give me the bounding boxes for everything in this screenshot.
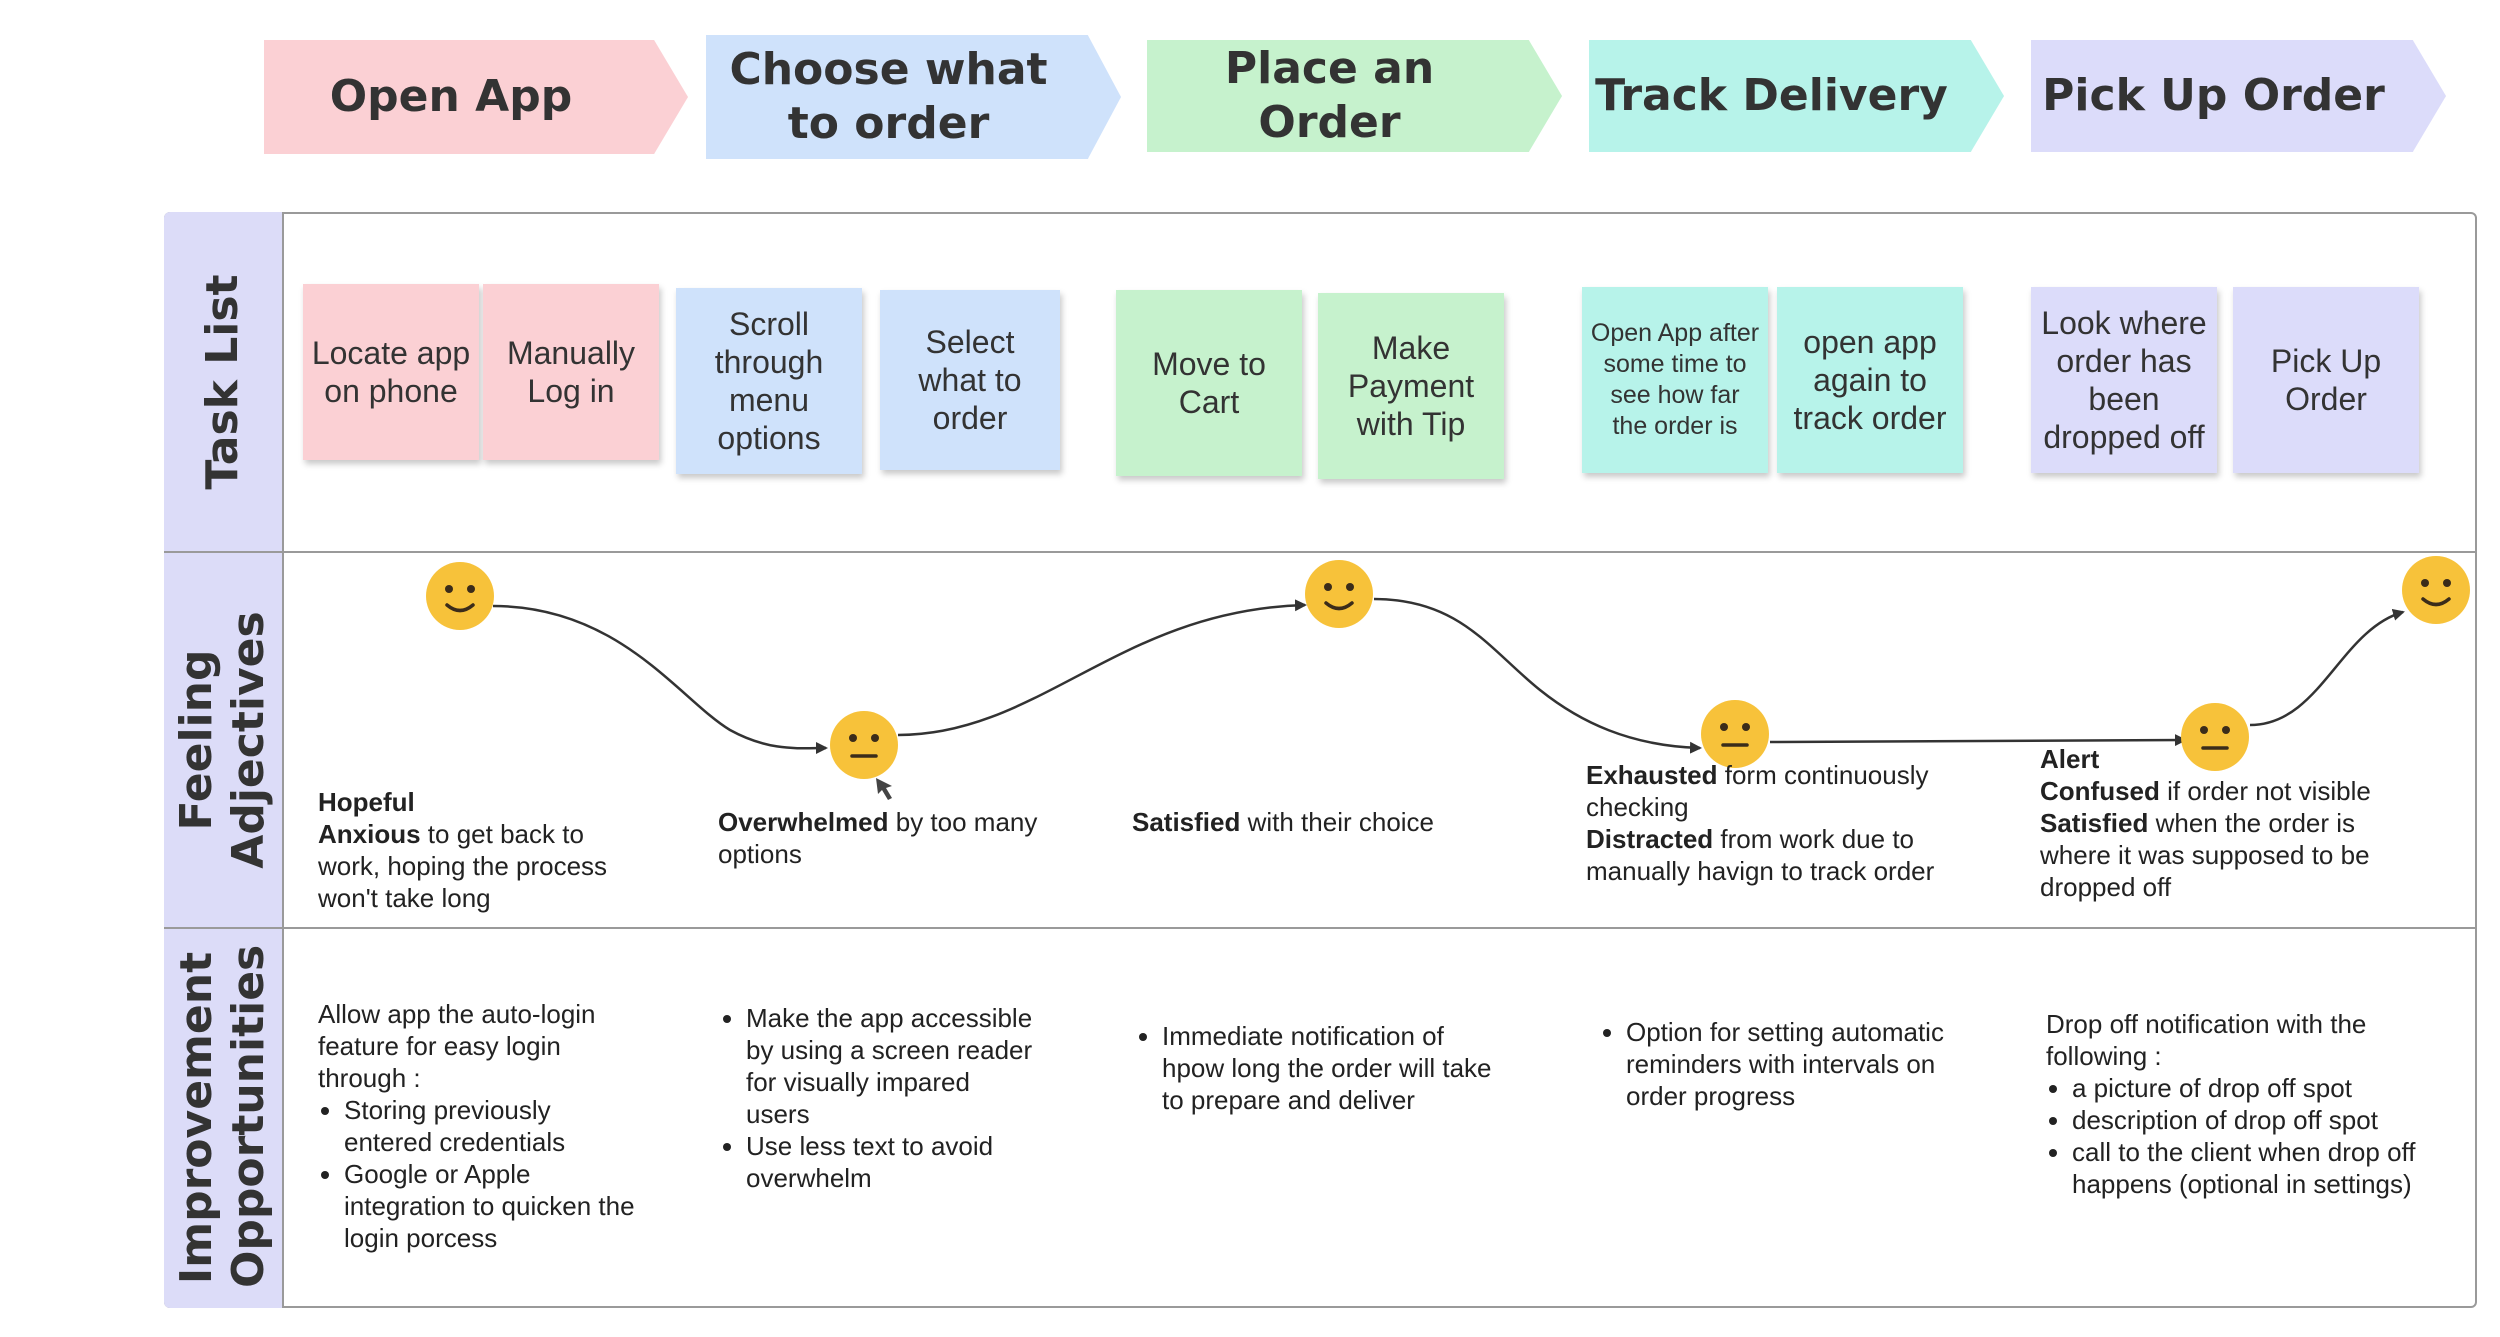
feeling-choose: Overwhelmed by too many options: [718, 807, 1038, 869]
phase-choose: Choose what to order: [706, 35, 1121, 159]
phase-label: Pick Up Order: [2042, 70, 2385, 121]
phase-label: Track Delivery: [1595, 70, 1948, 121]
row-label-feeling: Feeling Adjectives: [164, 552, 284, 928]
task-note: Make Payment with Tip: [1318, 293, 1504, 479]
improvement-choose: Make the app accessible by using a scree…: [720, 1002, 1040, 1194]
list-item: description of drop off spot: [2072, 1104, 2456, 1136]
list-item: Option for setting automatic reminders w…: [1626, 1016, 1980, 1112]
row-title-text: Improvement Opportunities: [171, 944, 274, 1288]
improvement-place-order: Immediate notification of hpow long the …: [1136, 1020, 1496, 1116]
list-item: Google or Apple integration to quicken t…: [344, 1158, 638, 1254]
phase-pick-up: Pick Up Order: [2031, 40, 2446, 152]
task-note: open app again to track order: [1777, 287, 1963, 473]
feeling-track: Exhausted form continuously checking Dis…: [1586, 760, 1935, 886]
list-item: Immediate notification of hpow long the …: [1162, 1020, 1496, 1116]
task-note: Move to Cart: [1116, 290, 1302, 476]
row-divider: [164, 551, 2477, 553]
phase-label: Place an Order: [1224, 43, 1435, 148]
feeling-place-order: Satisfied with their choice: [1132, 807, 1435, 837]
phase-place-order: Place an Order: [1147, 40, 1562, 152]
improvement-track: Option for setting automatic reminders w…: [1600, 1016, 1980, 1112]
feeling-pickup: Alert Confused if order not visible Sati…: [2040, 744, 2371, 902]
list-item: Use less text to avoid overwhelm: [746, 1130, 1040, 1194]
row-label-task-list: Task List: [164, 212, 284, 552]
list-item: a picture of drop off spot: [2072, 1072, 2456, 1104]
row-title: Improvement Opportunities: [171, 944, 275, 1288]
row-title: Task List: [197, 274, 248, 490]
list-item: Storing previously entered credentials: [344, 1094, 638, 1158]
task-note: Manually Log in: [483, 284, 659, 460]
task-note: Select what to order: [880, 290, 1060, 470]
task-note: Look where order has been dropped off: [2031, 287, 2217, 473]
improvement-pickup: Drop off notification with the following…: [2046, 1008, 2456, 1200]
feeling-open-app: Hopeful Anxious to get back to work, hop…: [318, 787, 608, 913]
task-note: Scroll through menu options: [676, 288, 862, 474]
improvement-open-app: Allow app the auto-login feature for eas…: [318, 998, 638, 1254]
task-note: Open App after some time to see how far …: [1582, 287, 1768, 473]
phase-label: Open App: [329, 71, 573, 122]
phase-label: Choose what to order: [729, 44, 1048, 149]
task-note: Locate app on phone: [303, 284, 479, 460]
list-item: call to the client when drop off happens…: [2072, 1136, 2456, 1200]
task-note: Pick Up Order: [2233, 287, 2419, 473]
phase-open-app: Open App: [264, 40, 688, 154]
row-label-improvement: Improvement Opportunities: [164, 928, 284, 1308]
row-title: Feeling Adjectives: [171, 590, 275, 890]
row-title-text: Feeling Adjectives: [171, 611, 274, 869]
phase-track-delivery: Track Delivery: [1589, 40, 2004, 152]
list-item: Make the app accessible by using a scree…: [746, 1002, 1040, 1130]
row-divider: [164, 927, 2477, 929]
